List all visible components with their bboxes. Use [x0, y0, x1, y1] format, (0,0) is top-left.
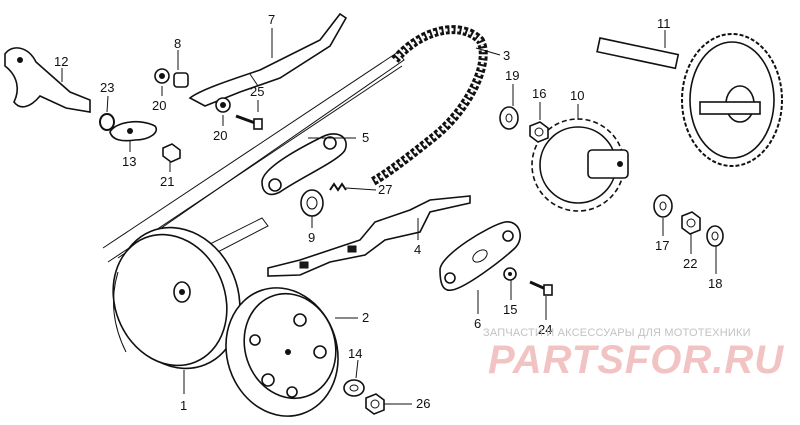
- part-label-1: 1: [180, 398, 187, 413]
- link-plate: [439, 221, 521, 292]
- part-label-20a: 20: [152, 98, 166, 113]
- final-gear-shaft: [596, 33, 783, 167]
- part-label-6: 6: [474, 316, 481, 331]
- drive-chain: [369, 25, 488, 186]
- tension-roller: [300, 189, 324, 217]
- bolt-24: [529, 280, 553, 296]
- part-label-14: 14: [348, 346, 362, 361]
- part-label-23: 23: [100, 80, 114, 95]
- part-label-19: 19: [505, 68, 519, 83]
- part-label-9: 9: [308, 230, 315, 245]
- cam-plate: [109, 120, 157, 142]
- part-label-11: 11: [657, 16, 671, 31]
- watermark-caption: ЗАПЧАСТИ И АКСЕССУАРЫ ДЛЯ МОТОТЕХНИКИ: [483, 327, 751, 339]
- nut-26: [365, 393, 385, 415]
- washer-20-lower: [215, 97, 231, 113]
- washer-19: [499, 106, 519, 130]
- callout-lines: [61, 28, 717, 405]
- part-label-21: 21: [160, 174, 174, 189]
- part-label-13: 13: [122, 154, 136, 169]
- part-label-18: 18: [708, 276, 722, 291]
- part-label-4: 4: [414, 242, 421, 257]
- part-label-16: 16: [532, 86, 546, 101]
- part-label-5: 5: [362, 130, 369, 145]
- part-label-7: 7: [268, 12, 275, 27]
- nut-22: [681, 211, 701, 235]
- ring-23: [99, 113, 115, 131]
- driven-pulley: [112, 226, 241, 370]
- part-label-12: 12: [54, 54, 68, 69]
- part-label-25: 25: [250, 84, 264, 99]
- part-label-22: 22: [683, 256, 697, 271]
- washer-18: [706, 225, 724, 247]
- drive-sprocket: [531, 118, 629, 212]
- kick-lever: [4, 47, 91, 113]
- part-label-24: 24: [538, 322, 552, 337]
- nut-21: [162, 143, 181, 163]
- clutch-assembly: [225, 287, 339, 417]
- collar: [173, 72, 189, 88]
- washer-14: [343, 379, 365, 397]
- washer-15: [503, 267, 517, 281]
- part-label-20b: 20: [213, 128, 227, 143]
- washer-20-upper: [154, 68, 170, 84]
- part-label-8: 8: [174, 36, 181, 51]
- chain-guide-bracket: [267, 195, 471, 277]
- nut-16: [529, 121, 549, 143]
- part-label-26: 26: [416, 396, 430, 411]
- washer-17: [653, 194, 673, 218]
- bolt-25: [235, 114, 263, 130]
- part-label-15: 15: [503, 302, 517, 317]
- part-number-labels: 1 2 3 4 5 6 7 8 9 10 11 12 13 14 15 16 1…: [54, 12, 722, 413]
- spring-27: [329, 182, 347, 192]
- part-label-17: 17: [655, 238, 669, 253]
- part-label-2: 2: [362, 310, 369, 325]
- part-label-3: 3: [503, 48, 510, 63]
- part-label-27: 27: [378, 182, 392, 197]
- chain-tensioner: [261, 133, 347, 196]
- watermark-logo: PARTSFOR.RU: [488, 338, 785, 382]
- tension-spring-arm: [188, 12, 348, 107]
- part-label-10: 10: [570, 88, 584, 103]
